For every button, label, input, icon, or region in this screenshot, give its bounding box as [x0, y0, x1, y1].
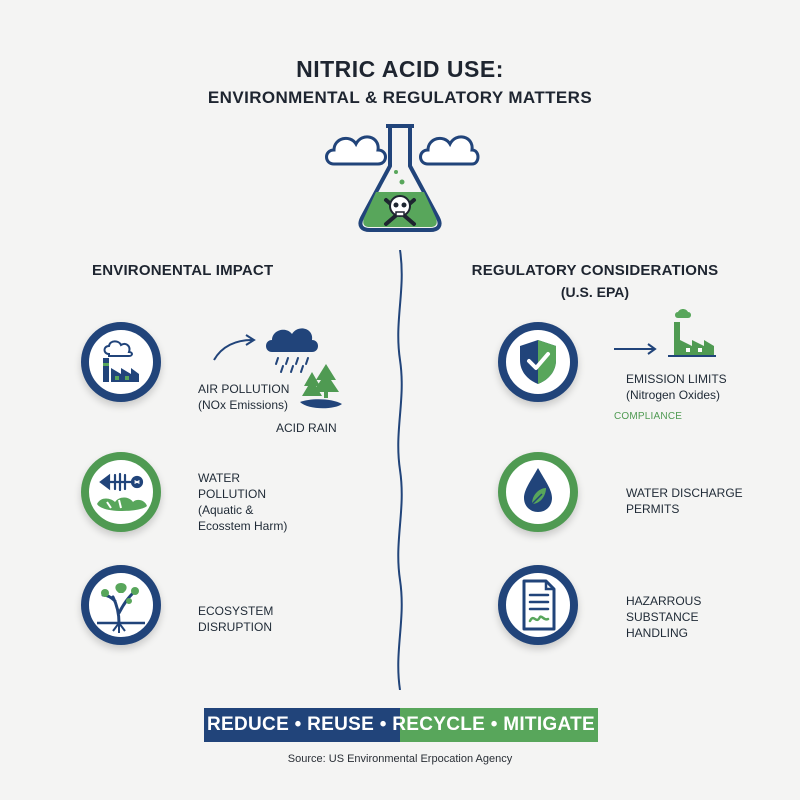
shield-check-icon: [520, 340, 556, 384]
emission-limits-circle: [498, 322, 578, 402]
cloud-icon: [419, 135, 480, 166]
water-discharge-circle: [498, 452, 578, 532]
water-pollution-label: WATER POLLUTION (Aquatic & Ecosstem Harm…: [198, 471, 288, 533]
arrow-icon: [614, 343, 657, 355]
section-divider: [397, 250, 403, 690]
source-note: Source: US Environmental Erpocation Agen…: [287, 753, 513, 765]
ecosystem-disruption-circle: [81, 565, 161, 645]
regulatory-heading: REGULATORY CONSIDERATIONS: [471, 262, 719, 279]
air-pollution-label: AIR POLLUTION (NOx Emissions): [198, 382, 290, 412]
regulatory-subheading: (U.S. EPA): [560, 284, 630, 300]
ecosystem-disruption-label: ECOSYSTEM DISRUPTION: [198, 604, 274, 634]
factory-icon: [668, 309, 716, 357]
banner-background: [204, 708, 598, 742]
hazardous-handling-label: HAZARROUS SUBSTANCE HANDLING: [626, 594, 702, 640]
acid-rain-label: ACID RAIN: [276, 421, 337, 435]
document-signature-icon: [522, 579, 556, 631]
cloud-icon: [325, 135, 387, 166]
skull-crossbones-icon: [384, 195, 416, 226]
page-title: NITRIC ACID USE:: [296, 56, 504, 82]
dying-tree-icon: [97, 583, 145, 633]
page-subtitle: ENVIRONMENTAL & REGULATORY MATTERS: [207, 88, 593, 107]
water-pollution-circle: [81, 452, 161, 532]
water-drop-leaf-icon: [524, 468, 552, 512]
banner-slogan: REDUCE • REUSE • RECYCLE • MITIGATE: [207, 714, 595, 735]
emission-limits-label: EMISSION LIMITS (Nitrogen Oxides): [626, 372, 727, 402]
factory-icon: [103, 340, 139, 382]
air-pollution-circle: [81, 322, 161, 402]
hazardous-handling-circle: [498, 565, 578, 645]
rain-cloud-icon: [266, 328, 318, 373]
compliance-tag: COMPLIANCE: [614, 411, 683, 422]
water-discharge-label: WATER DISCHARGE PERMITS: [626, 486, 743, 516]
banner-blue-segment: [204, 708, 400, 742]
dead-fish-icon: [97, 472, 147, 511]
hero-illustration: [325, 124, 480, 232]
arrow-icon: [213, 334, 256, 361]
banner-green-segment: [400, 708, 598, 742]
trees-icon: [300, 364, 342, 409]
environmental-impact-heading: ENVIRONENTAL IMPACT: [92, 262, 274, 279]
